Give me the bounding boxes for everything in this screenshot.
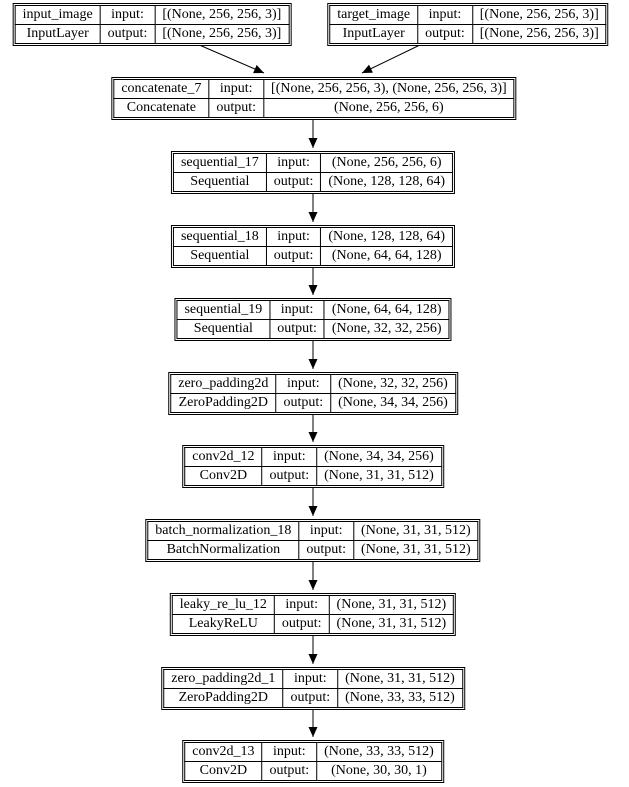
output-shape: (None, 256, 256, 6) <box>263 98 515 118</box>
node-conv2d-13: conv2d_13 input: (None, 33, 33, 512) Con… <box>182 740 444 783</box>
input-shape: [(None, 256, 256, 3)] <box>471 5 607 25</box>
node-sequential-18: sequential_18 input: (None, 128, 128, 64… <box>170 225 456 268</box>
layer-type: LeakyReLU <box>171 614 275 634</box>
input-shape: (None, 31, 31, 512) <box>337 669 463 689</box>
edge-input-image-to-concatenate <box>196 43 265 74</box>
layer-name: conv2d_12 <box>184 447 263 467</box>
input-label: input: <box>275 374 332 394</box>
layer-record-table: zero_padding2d_1 input: (None, 31, 31, 5… <box>163 669 463 708</box>
layer-type: BatchNormalization <box>147 540 300 560</box>
input-shape: (None, 33, 33, 512) <box>316 742 442 762</box>
output-label: output: <box>261 761 318 781</box>
output-shape: (None, 64, 64, 128) <box>320 246 454 266</box>
layer-name: zero_padding2d <box>170 374 277 394</box>
input-shape: (None, 256, 256, 6) <box>320 153 454 173</box>
input-label: input: <box>265 153 322 173</box>
input-shape: (None, 34, 34, 256) <box>316 447 442 467</box>
layer-name: sequential_17 <box>172 153 267 173</box>
input-shape: (None, 32, 32, 256) <box>330 374 456 394</box>
output-shape: (None, 33, 33, 512) <box>337 688 463 708</box>
layer-name: sequential_18 <box>172 227 267 247</box>
input-shape: (None, 31, 31, 512) <box>328 595 455 615</box>
node-leaky-re-lu-12: leaky_re_lu_12 input: (None, 31, 31, 512… <box>169 593 457 636</box>
node-sequential-17: sequential_17 input: (None, 256, 256, 6)… <box>170 151 456 194</box>
input-label: input: <box>282 669 339 689</box>
layer-type: Sequential <box>172 246 267 266</box>
output-shape: (None, 34, 34, 256) <box>330 393 456 413</box>
input-label: input: <box>265 227 322 247</box>
layer-record-table: target_image input: [(None, 256, 256, 3)… <box>329 5 607 44</box>
output-label: output: <box>99 24 156 44</box>
output-shape: (None, 31, 31, 512) <box>353 540 479 560</box>
node-zero-padding2d: zero_padding2d input: (None, 32, 32, 256… <box>168 372 458 415</box>
output-label: output: <box>265 172 322 192</box>
layer-record-table: zero_padding2d input: (None, 32, 32, 256… <box>170 374 456 413</box>
node-batch-normalization-18: batch_normalization_18 input: (None, 31,… <box>145 519 481 562</box>
node-conv2d-12: conv2d_12 input: (None, 34, 34, 256) Con… <box>182 445 444 488</box>
output-label: output: <box>275 393 332 413</box>
input-label: input: <box>273 595 330 615</box>
layer-type: Conv2D <box>184 761 263 781</box>
output-shape: (None, 30, 30, 1) <box>316 761 442 781</box>
layer-record-table: sequential_18 input: (None, 128, 128, 64… <box>172 227 454 266</box>
layer-type: Sequential <box>176 319 271 339</box>
node-zero-padding2d-1: zero_padding2d_1 input: (None, 31, 31, 5… <box>161 667 465 710</box>
layer-name: concatenate_7 <box>113 79 210 99</box>
input-shape: (None, 64, 64, 128) <box>323 300 450 320</box>
input-label: input: <box>269 300 325 320</box>
output-shape: (None, 32, 32, 256) <box>323 319 450 339</box>
input-shape: [(None, 256, 256, 3), (None, 256, 256, 3… <box>263 79 515 99</box>
layer-name: batch_normalization_18 <box>147 521 300 541</box>
layer-name: leaky_re_lu_12 <box>171 595 275 615</box>
input-label: input: <box>99 5 156 25</box>
node-input-image: input_image input: [(None, 256, 256, 3)]… <box>12 3 292 46</box>
layer-type: Sequential <box>172 172 267 192</box>
output-shape: (None, 31, 31, 512) <box>328 614 455 634</box>
edge-target-image-to-concatenate <box>361 43 423 74</box>
node-target-image: target_image input: [(None, 256, 256, 3)… <box>327 3 609 46</box>
input-shape: (None, 128, 128, 64) <box>320 227 454 247</box>
layer-type: ZeroPadding2D <box>163 688 284 708</box>
layer-record-table: concatenate_7 input: [(None, 256, 256, 3… <box>113 79 515 118</box>
layer-record-table: leaky_re_lu_12 input: (None, 31, 31, 512… <box>171 595 455 634</box>
output-label: output: <box>208 98 265 118</box>
output-label: output: <box>261 466 318 486</box>
input-shape: (None, 31, 31, 512) <box>353 521 479 541</box>
input-label: input: <box>417 5 473 25</box>
layer-name: zero_padding2d_1 <box>163 669 284 689</box>
input-shape: [(None, 256, 256, 3)] <box>154 5 290 25</box>
layer-record-table: sequential_17 input: (None, 256, 256, 6)… <box>172 153 454 192</box>
input-label: input: <box>261 447 318 467</box>
layer-type: InputLayer <box>329 24 419 44</box>
output-shape: (None, 31, 31, 512) <box>316 466 442 486</box>
layer-name: sequential_19 <box>176 300 271 320</box>
layer-type: Concatenate <box>113 98 210 118</box>
layer-type: Conv2D <box>184 466 263 486</box>
layer-record-table: conv2d_13 input: (None, 33, 33, 512) Con… <box>184 742 442 781</box>
layer-record-table: conv2d_12 input: (None, 34, 34, 256) Con… <box>184 447 442 486</box>
layer-name: target_image <box>329 5 419 25</box>
layer-type: InputLayer <box>14 24 101 44</box>
input-label: input: <box>208 79 265 99</box>
output-label: output: <box>269 319 325 339</box>
layer-name: input_image <box>14 5 101 25</box>
output-label: output: <box>273 614 330 634</box>
layer-record-table: sequential_19 input: (None, 64, 64, 128)… <box>176 300 450 339</box>
node-sequential-19: sequential_19 input: (None, 64, 64, 128)… <box>174 298 452 341</box>
output-label: output: <box>282 688 339 708</box>
input-label: input: <box>261 742 318 762</box>
output-label: output: <box>298 540 355 560</box>
layer-name: conv2d_13 <box>184 742 263 762</box>
layer-record-table: batch_normalization_18 input: (None, 31,… <box>147 521 479 560</box>
output-label: output: <box>265 246 322 266</box>
layer-record-table: input_image input: [(None, 256, 256, 3)]… <box>14 5 290 44</box>
input-label: input: <box>298 521 355 541</box>
output-shape: [(None, 256, 256, 3)] <box>154 24 290 44</box>
layer-type: ZeroPadding2D <box>170 393 277 413</box>
output-label: output: <box>417 24 473 44</box>
node-concatenate-7: concatenate_7 input: [(None, 256, 256, 3… <box>111 77 517 120</box>
output-shape: (None, 128, 128, 64) <box>320 172 454 192</box>
output-shape: [(None, 256, 256, 3)] <box>471 24 607 44</box>
